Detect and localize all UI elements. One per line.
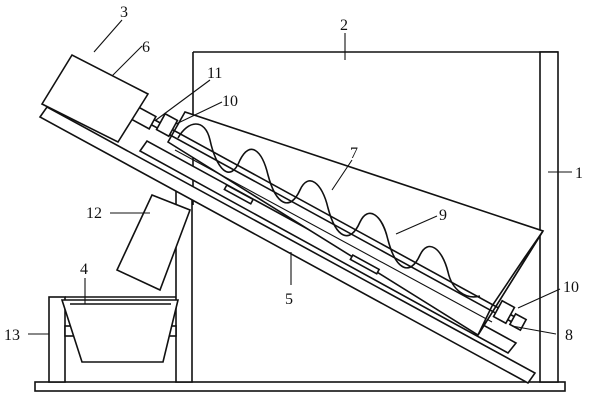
- upper-bearing: [155, 112, 179, 138]
- leader-8: [511, 325, 557, 335]
- trough-inner-line: [174, 149, 493, 323]
- leader-3: [93, 19, 123, 53]
- screw-shaft: [149, 123, 513, 323]
- label-2: 2: [340, 17, 348, 34]
- inclined-base-plate: [38, 105, 537, 385]
- label-1: 1: [575, 165, 583, 182]
- leader-9: [395, 215, 438, 235]
- label-13: 13: [4, 327, 20, 344]
- right-post: [539, 51, 559, 383]
- lower-bearing: [492, 299, 516, 325]
- label-12: 12: [86, 205, 102, 222]
- leader-6: [111, 45, 143, 77]
- leader-10-top: [175, 101, 223, 125]
- leader-10-bottom: [517, 288, 561, 309]
- label-3: 3: [120, 4, 128, 21]
- mesh-pad: [349, 253, 381, 275]
- label-5: 5: [285, 291, 293, 308]
- mesh-pad: [223, 183, 255, 205]
- collection-bin: [60, 299, 180, 363]
- label-10-top: 10: [222, 93, 238, 110]
- left-stand-post: [48, 296, 66, 383]
- label-4: 4: [80, 261, 88, 278]
- leader-7: [331, 159, 353, 191]
- label-9: 9: [439, 207, 447, 224]
- label-10-bottom: 10: [563, 279, 579, 296]
- leader-11: [155, 79, 211, 121]
- base-plate: [34, 381, 566, 392]
- label-8: 8: [565, 327, 573, 344]
- label-7: 7: [350, 145, 358, 162]
- label-11: 11: [207, 65, 222, 82]
- label-6: 6: [142, 39, 150, 56]
- discharge-chute: [115, 193, 192, 292]
- motor-box: [40, 53, 150, 144]
- trough-end-plate: [477, 230, 544, 336]
- helical-screw-blade: [177, 123, 481, 298]
